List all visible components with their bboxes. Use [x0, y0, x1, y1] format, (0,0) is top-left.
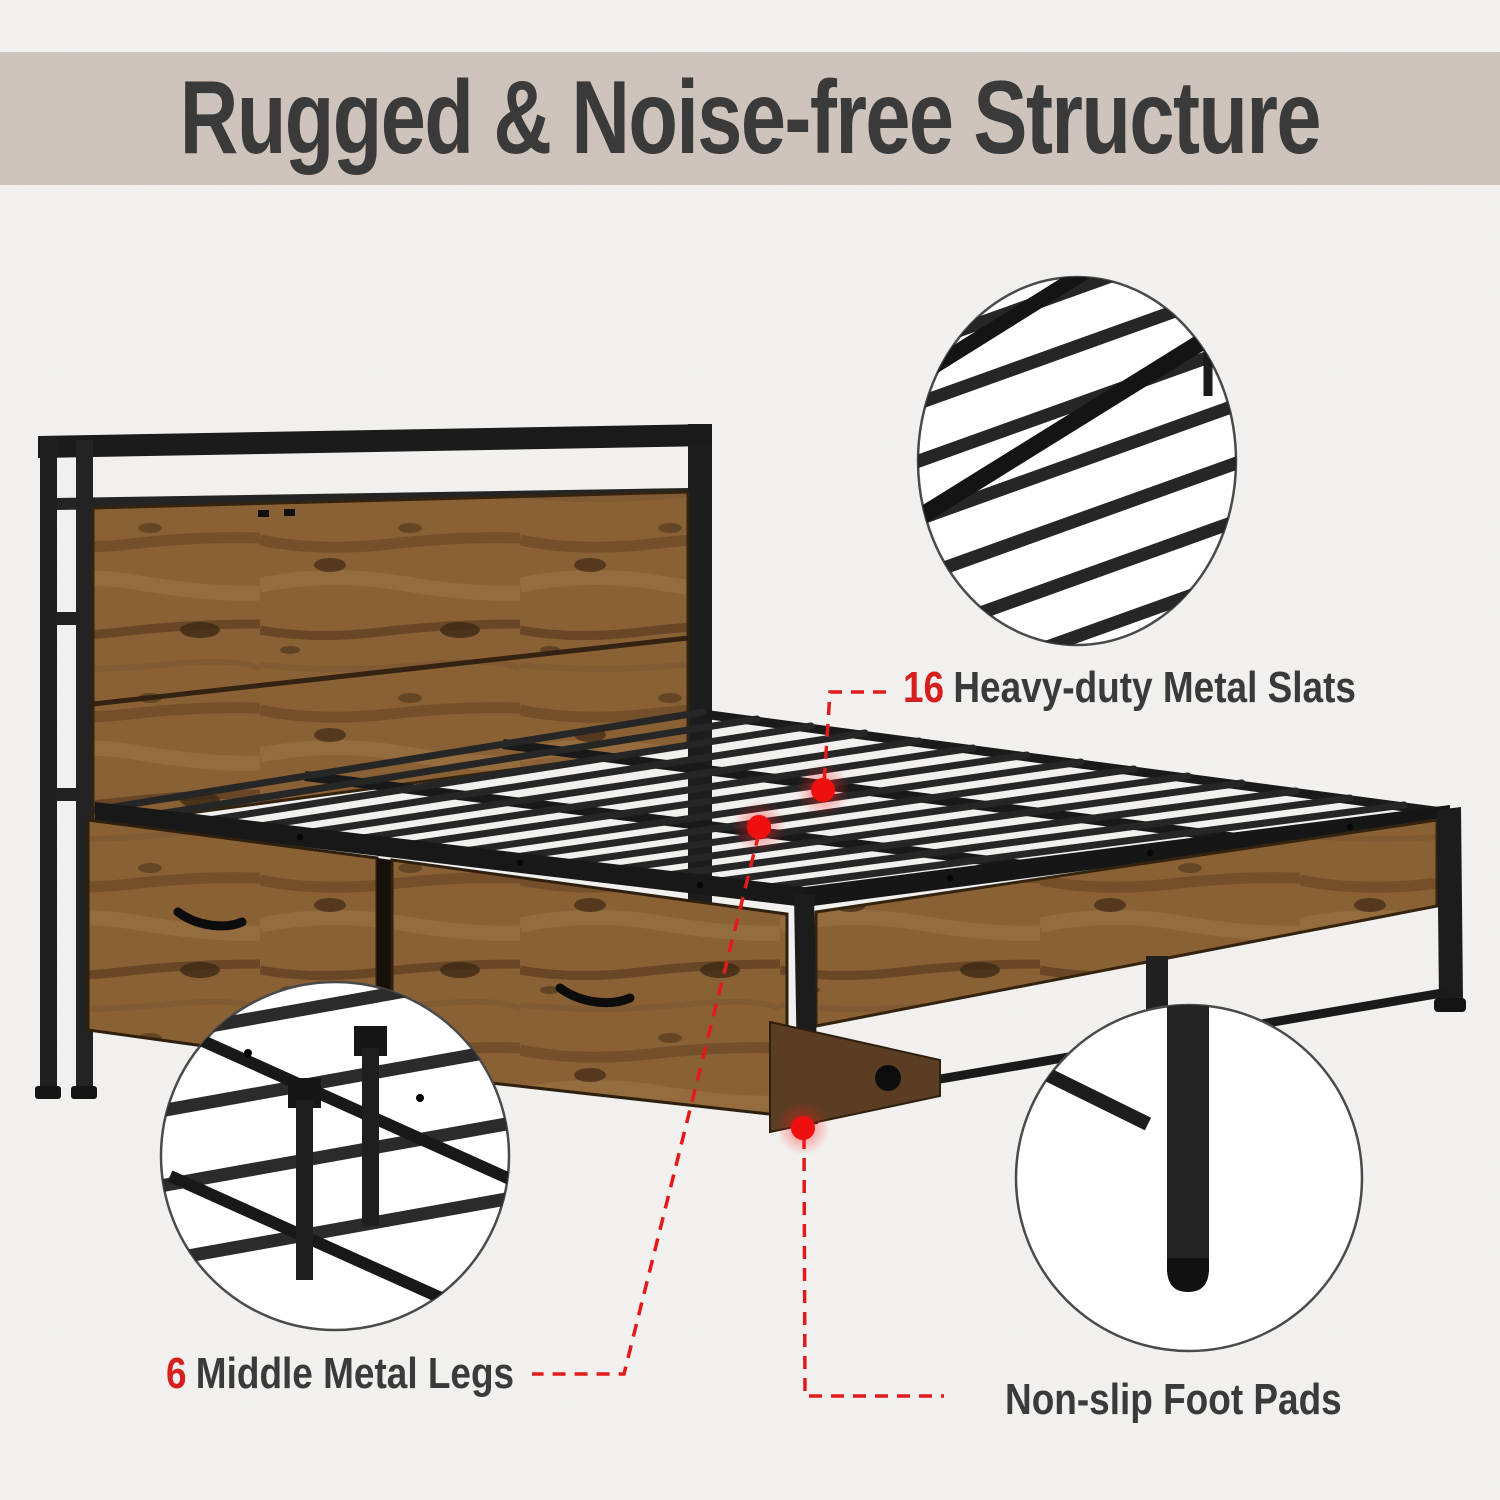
annotation-lines: [532, 690, 944, 1398]
slats-count: 16: [903, 663, 945, 712]
footboard-right-post: [1437, 807, 1463, 1003]
foot-pads-dot: [791, 1116, 815, 1140]
middle-metal-legs-detail-callout: [159, 980, 511, 1332]
middle-metal-legs-detail-content: [161, 982, 509, 1326]
footboard-right-foot-pad: [1434, 998, 1466, 1012]
headboard-top-bar: [38, 424, 712, 458]
slats-label-text: Heavy-duty Metal Slats: [953, 663, 1356, 712]
headboard: [35, 424, 712, 1099]
footboard-middle-leg: [1146, 956, 1168, 1010]
non-slip-foot-pad-detail-callout: [1014, 1003, 1364, 1353]
headboard-outer-post: [40, 436, 57, 1088]
right-drawer-handle: [555, 983, 635, 1008]
legs-label-text: Middle Metal Legs: [195, 1349, 515, 1398]
left-drawer-handle: [173, 907, 247, 931]
foot-pads-label-text: Non-slip Foot Pads: [1005, 1375, 1342, 1424]
charging-port: [284, 509, 295, 516]
drawer-caster-wheel: [875, 1065, 901, 1091]
foot-pads-annotation-label: Non-slip Foot Pads: [1005, 1375, 1342, 1424]
post-rung: [56, 612, 77, 625]
charging-port: [258, 510, 269, 517]
footboard-rail: [805, 805, 1450, 907]
post-rung: [56, 788, 77, 801]
slats-dot: [811, 778, 835, 802]
legs-dot: [747, 815, 771, 839]
slats-leader-line: [822, 690, 886, 785]
post-foot-pad: [71, 1086, 97, 1099]
legs-leader-line: [532, 832, 761, 1376]
post-foot-pad: [35, 1086, 61, 1099]
legs-count: 6: [166, 1349, 187, 1398]
front-rail-screws: [296, 833, 704, 889]
foot-pads-leader-line: [802, 1135, 944, 1398]
headboard-wood-seam: [92, 635, 689, 707]
annotation-dots: [732, 763, 850, 1155]
foot-rail-screws: [946, 823, 1354, 882]
footboard-wood-panel: [814, 818, 1439, 1028]
platform-front-rail: [95, 802, 805, 907]
